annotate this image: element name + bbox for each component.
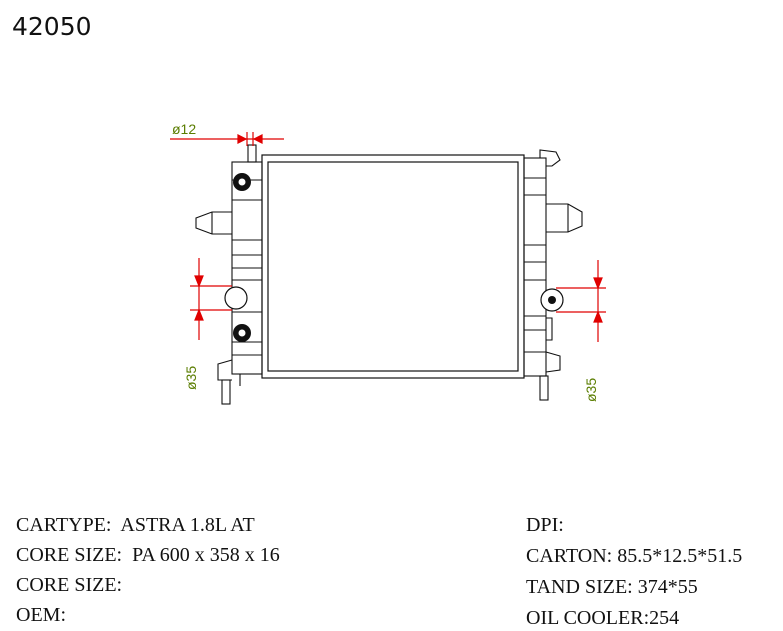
spec-cartype-label: CARTYPE: (16, 514, 112, 536)
radiator-core (261, 154, 525, 379)
dimension-lines (170, 132, 606, 342)
spec-carton-label: CARTON: (526, 545, 613, 567)
left-tank (195, 144, 263, 405)
left-port-fitting (224, 286, 248, 310)
spec-tand-size-label: TAND SIZE: (526, 576, 633, 598)
spec-oil-cooler-value: 254 (649, 607, 680, 629)
spec-carton: CARTON: 85.5*12.5*51.5 (526, 545, 742, 568)
spec-core-size-label: CORE SIZE: (16, 544, 123, 566)
radiator-drawing: ø12 ø35 ø35 (170, 121, 606, 405)
right-port-center (548, 296, 556, 304)
spec-core-size-2-label: CORE SIZE: (16, 574, 123, 596)
spec-dpi-label: DPI: (526, 514, 564, 536)
right-port-label: ø35 (583, 378, 599, 402)
spec-cartype: CARTYPE: ASTRA 1.8L AT (16, 514, 255, 537)
spec-tand-size: TAND SIZE: 374*55 (526, 576, 698, 599)
spec-oil-cooler: OIL COOLER:254 (526, 607, 679, 630)
spec-carton-value: 85.5*12.5*51.5 (617, 545, 743, 567)
part-number: 42050 (12, 12, 92, 41)
left-port-label: ø35 (183, 366, 199, 390)
spec-core-size: CORE SIZE: PA 600 x 358 x 16 (16, 544, 280, 567)
spec-core-size-value: PA 600 x 358 x 16 (132, 544, 280, 566)
spec-tand-size-value: 374*55 (637, 576, 698, 598)
spec-core-size-2: CORE SIZE: (16, 574, 127, 597)
right-tank (523, 149, 583, 401)
spec-oem: OEM: (16, 604, 71, 627)
spec-dpi: DPI: (526, 514, 569, 537)
spec-cartype-value: ASTRA 1.8L AT (120, 514, 255, 536)
spec-oil-cooler-label: OIL COOLER: (526, 607, 650, 629)
tube-diameter-label: ø12 (172, 121, 196, 137)
spec-oem-label: OEM: (16, 604, 66, 626)
